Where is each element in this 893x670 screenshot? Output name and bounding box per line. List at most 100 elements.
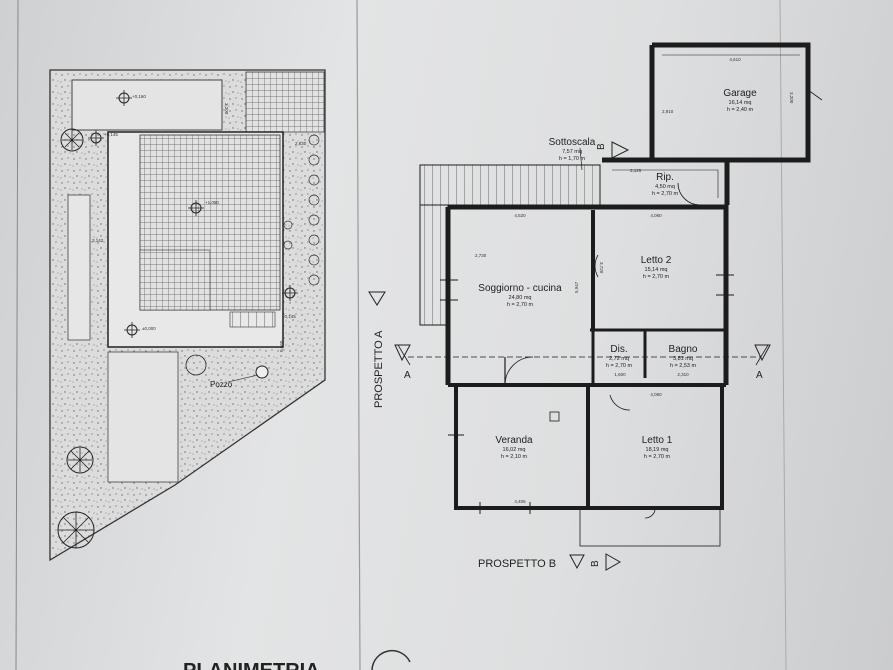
terrace-steps [579, 507, 721, 547]
shrub-icon [185, 354, 207, 376]
elevation-label: +0,160 [132, 94, 146, 99]
svg-text:Veranda: Veranda [495, 435, 533, 446]
elevation-label: -0,145 [283, 314, 296, 319]
level-marker-icon [188, 200, 204, 216]
sheet-title: PLANIMETRIA [183, 660, 320, 670]
elevation-label: +1,050 [205, 200, 219, 205]
svg-text:h = 2,70 m: h = 2,70 m [507, 302, 534, 308]
dimension-label: 2,310 [677, 372, 689, 377]
room-letto-1: Letto 1 18,19 mq h = 2,70 m [642, 435, 673, 460]
section-marker-icon [611, 141, 630, 159]
dimension-label: 4,060 [650, 392, 662, 397]
svg-text:h = 2,40 m: h = 2,40 m [727, 107, 754, 113]
dimension-label: 0,560 [279, 340, 284, 352]
svg-text:7,57 mq: 7,57 mq [562, 149, 582, 155]
svg-text:Sottoscala: Sottoscala [549, 137, 596, 148]
roof-tiles-lower [139, 249, 211, 311]
dimension-label: 1,600 [614, 372, 626, 377]
dimension-label: 4,520 [514, 213, 526, 218]
dimension-label: 3,720 [599, 262, 604, 274]
room-garage: Garage 16,14 mq h = 2,40 m [723, 88, 757, 113]
svg-text:18,19 mq: 18,19 mq [646, 447, 669, 453]
svg-text:Rip.: Rip. [656, 172, 674, 183]
svg-text:h = 2,70 m: h = 2,70 m [606, 363, 633, 369]
level-marker-icon [116, 90, 132, 106]
driveway [71, 79, 223, 131]
garage-walls [652, 42, 811, 163]
elevation-label: +0,145 [104, 132, 118, 137]
hedge-row [283, 134, 320, 286]
entry-steps [229, 311, 276, 328]
sheet-border-left [15, 0, 19, 670]
elevation-label: ±0,000 [142, 326, 156, 331]
section-mark-a: A [404, 370, 411, 381]
svg-text:Soggiorno - cucina: Soggiorno - cucina [478, 283, 562, 294]
section-marker-icon [605, 553, 622, 571]
svg-text:24,80 mq: 24,80 mq [509, 295, 532, 301]
svg-text:Letto 2: Letto 2 [641, 255, 672, 266]
stairs [419, 164, 601, 206]
dimension-label: 3,200 [789, 92, 794, 104]
room-letto-2: Letto 2 15,14 mq h = 2,70 m [641, 255, 672, 280]
svg-text:15,14 mq: 15,14 mq [645, 267, 668, 273]
section-marker-icon [569, 554, 585, 570]
tree-icon [60, 128, 84, 152]
tree-icon [66, 446, 94, 474]
svg-text:h = 2,70 m: h = 2,70 m [652, 191, 679, 197]
section-marker-icon [394, 344, 411, 362]
room-disimpegno: Dis. 2,72 mq h = 2,70 m [606, 344, 633, 369]
level-marker-icon [282, 285, 298, 301]
outer-wall-top [448, 204, 729, 330]
svg-text:16,14 mq: 16,14 mq [729, 100, 752, 106]
room-soggiorno: Soggiorno - cucina 24,80 mq h = 2,70 m [478, 283, 562, 308]
dimension-label: 3,142 [92, 238, 104, 243]
section-mark-b: B [596, 143, 607, 150]
svg-text:2,72 mq: 2,72 mq [609, 356, 629, 362]
svg-text:Bagno: Bagno [669, 344, 698, 355]
dimension-label: 3,200 [224, 103, 229, 115]
well-label: Pozzo [210, 380, 233, 389]
section-mark-b: B [590, 560, 601, 567]
level-marker-icon [124, 322, 140, 338]
sheet-border-right [779, 0, 787, 670]
dimension-label: 3,125 [630, 168, 642, 173]
dimension-label: 2,630 [295, 141, 307, 146]
svg-text:h = 2,53 m: h = 2,53 m [670, 363, 697, 369]
site-plan: Pozzo +0,160 +0,145 +1,050 ±0,000 -0,145… [49, 69, 326, 562]
section-marker-icon [368, 291, 386, 306]
section-label-prospetto-b: PROSPETTO B [478, 558, 556, 570]
dimension-label: 4,610 [729, 57, 741, 62]
dimension-label: 4,405 [514, 499, 526, 504]
section-marker-icon [754, 344, 771, 362]
well-icon [255, 365, 269, 379]
svg-text:h = 2,70 m: h = 2,70 m [643, 274, 670, 280]
dimension-label: 2,730 [475, 253, 487, 258]
section-mark-a: A [756, 370, 763, 381]
section-label-prospetto-a: PROSPETTO A [373, 330, 385, 408]
sheet-fold [356, 0, 361, 670]
room-ripostiglio: Rip. 4,50 mq h = 2,70 m [652, 172, 679, 197]
svg-text:3,81 mq: 3,81 mq [673, 356, 693, 362]
dimension-label: 5,947 [574, 281, 579, 293]
level-marker-icon [88, 130, 104, 146]
dimension-label: 4,060 [650, 213, 662, 218]
svg-text:Letto 1: Letto 1 [642, 435, 673, 446]
dimension-label: 2,910 [662, 109, 674, 114]
paved-area [245, 71, 325, 133]
floor-plan [397, 42, 823, 547]
svg-text:Dis.: Dis. [610, 344, 627, 355]
courtyard [107, 351, 179, 483]
svg-text:16,02 mq: 16,02 mq [503, 447, 526, 453]
room-veranda: Veranda 16,02 mq h = 2,10 m [495, 435, 533, 460]
tree-icon [57, 511, 95, 549]
svg-text:h = 1,70 m: h = 1,70 m [559, 156, 586, 162]
svg-text:Garage: Garage [723, 88, 757, 99]
room-sottoscala: Sottoscala 7,57 mq h = 1,70 m [549, 137, 596, 162]
svg-text:h = 2,10 m: h = 2,10 m [501, 454, 528, 460]
garden-path [67, 194, 91, 341]
svg-text:h = 2,70 m: h = 2,70 m [644, 454, 671, 460]
room-bagno: Bagno 3,81 mq h = 2,53 m [669, 344, 698, 369]
svg-text:4,50 mq: 4,50 mq [655, 184, 675, 190]
